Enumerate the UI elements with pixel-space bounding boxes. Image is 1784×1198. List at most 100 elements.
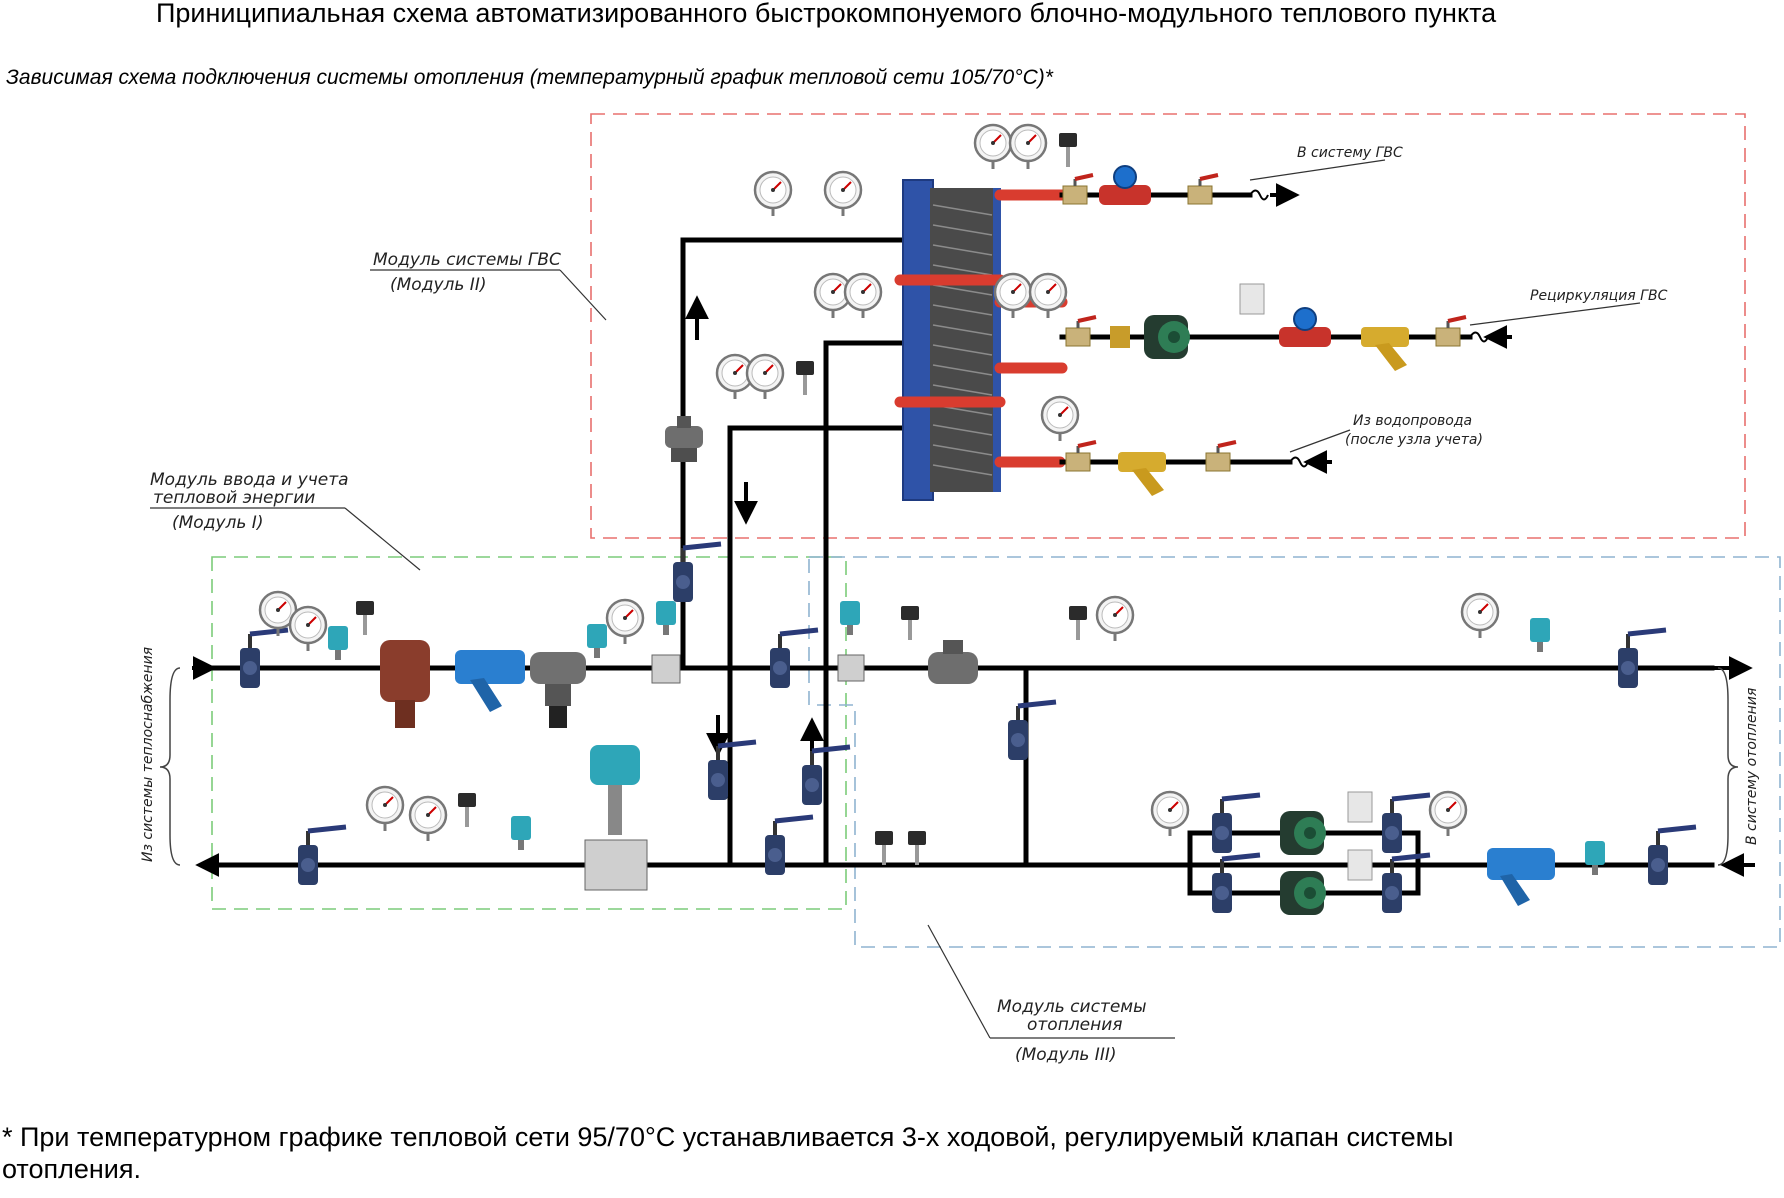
label-from-water-1: Из водопровода — [1353, 413, 1472, 429]
temperature-sensor-icon — [875, 831, 893, 865]
butterfly-valve-icon — [1212, 795, 1260, 853]
ball-valve-icon — [1434, 315, 1468, 348]
temperature-sensor-icon — [901, 606, 919, 640]
temperature-sensor-icon — [1059, 133, 1077, 167]
circulation-pump-icon — [1280, 811, 1326, 855]
circulation-pump-icon — [1280, 871, 1326, 915]
label-recirc: Рециркуляция ГВС — [1530, 288, 1668, 304]
temperature-sensor-icon — [1069, 606, 1087, 640]
gvs-components — [665, 123, 1468, 602]
butterfly-valve-icon — [770, 630, 818, 688]
gauge-icon — [745, 353, 785, 401]
module-gvs-boundary — [590, 113, 1746, 539]
temperature-sensor-icon — [796, 361, 814, 395]
svg-text:(Модуль III): (Модуль III) — [1015, 1045, 1116, 1065]
pressure-transmitter-icon — [1530, 618, 1550, 652]
pressure-transmitter-icon — [587, 624, 607, 658]
svg-text:(Модуль I): (Модуль I) — [172, 513, 263, 533]
cold-water-inlet-line: Из водопровода (после узла учета) — [1059, 413, 1483, 474]
footnote-line-1: * При температурном графике тепловой сет… — [2, 1122, 1454, 1152]
mud-filter-icon — [380, 640, 430, 728]
butterfly-valve-icon — [1618, 630, 1666, 688]
gauge-icon — [1008, 123, 1048, 171]
svg-text:(Модуль II): (Модуль II) — [390, 275, 486, 295]
supply-brace-left — [159, 667, 181, 866]
svg-text:Модуль системы ГВС: Модуль системы ГВС — [373, 250, 561, 270]
module-input-label: Модуль ввода и учета тепловой энергии (М… — [150, 470, 421, 571]
footnote-line-2: отопления. — [2, 1154, 141, 1184]
water-meter-icon — [1098, 165, 1152, 206]
regulating-valve-icon — [530, 652, 586, 728]
butterfly-valve-icon — [673, 544, 721, 602]
butterfly-valve-icon — [1008, 702, 1056, 760]
check-valve-icon — [928, 640, 978, 684]
ball-valve-icon — [1204, 440, 1238, 473]
gauge-icon — [1460, 592, 1500, 640]
ball-valve-icon — [1186, 173, 1220, 206]
butterfly-valve-icon — [298, 827, 346, 885]
temperature-sensor-icon — [908, 831, 926, 865]
module-gvs-label: Модуль системы ГВС (Модуль II) — [370, 250, 607, 321]
pressure-switch-icon — [1347, 791, 1373, 823]
input-supply-components — [240, 590, 818, 728]
strainer-blue-icon — [1487, 848, 1555, 906]
pressure-transmitter-icon — [1585, 841, 1605, 875]
module-heating-boundary — [808, 556, 1781, 948]
svg-text:отопления: отопления — [1027, 1015, 1123, 1035]
heating-components — [837, 592, 1696, 915]
gauge-icon — [605, 598, 645, 646]
input-return-components — [298, 742, 850, 891]
svg-text:Модуль системы: Модуль системы — [997, 997, 1147, 1017]
ball-valve-icon — [1061, 173, 1095, 206]
hot-pipes — [894, 189, 1068, 468]
pressure-transmitter-icon — [511, 816, 531, 850]
gauge-icon — [1428, 790, 1468, 838]
module-heating-label: Модуль системы отопления (Модуль III) — [927, 924, 1175, 1065]
strainer-blue-icon — [455, 650, 525, 712]
temperature-sensor-icon — [356, 601, 374, 635]
label-to-heating: В систему отопления — [1744, 688, 1760, 845]
label-from-water-2: (после узла учета) — [1345, 432, 1483, 448]
ball-valve-icon — [1064, 315, 1098, 348]
gauge-icon — [753, 170, 793, 218]
butterfly-valve-icon — [1382, 795, 1430, 853]
svg-text:тепловой энергии: тепловой энергии — [153, 488, 315, 508]
pressure-transmitter-icon — [656, 601, 676, 635]
plate-heat-exchanger[interactable] — [902, 179, 1001, 501]
strainer-icon — [1118, 452, 1166, 496]
diagram-title: Приниципиальная схема автоматизированног… — [156, 0, 1497, 28]
gauge-icon — [1040, 395, 1080, 443]
flowmeter-icon — [584, 745, 648, 891]
gauge-icon — [823, 170, 863, 218]
ball-valve-icon — [1064, 440, 1098, 473]
gvs-hot-water-line: В систему ГВС — [1059, 145, 1403, 207]
strainer-icon — [1361, 327, 1409, 371]
gauge-icon — [973, 123, 1013, 171]
gauge-icon — [1150, 790, 1190, 838]
gauge-icon — [288, 605, 328, 653]
butterfly-valve-icon — [240, 630, 288, 688]
label-from-heat-supply: Из системы теплоснабжения — [140, 647, 156, 862]
temperature-sensor-icon — [458, 793, 476, 827]
gauge-icon — [408, 795, 448, 843]
svg-text:Модуль ввода и учета: Модуль ввода и учета — [150, 470, 349, 490]
brass-coupling-icon — [1110, 326, 1130, 348]
heating-brace-right — [1717, 667, 1739, 866]
gauge-icon — [1028, 272, 1068, 320]
pressure-switch-icon — [1347, 849, 1373, 881]
flow-sensor-icon — [837, 654, 865, 682]
water-meter-icon — [1278, 307, 1332, 348]
pressure-switch-icon — [1239, 283, 1265, 315]
gauge-icon — [1095, 595, 1135, 643]
flow-sensor-icon — [651, 654, 681, 684]
pressure-transmitter-icon — [840, 601, 860, 635]
label-to-gvs: В систему ГВС — [1297, 145, 1403, 161]
control-valve-icon — [665, 416, 703, 462]
butterfly-valve-icon — [1648, 827, 1696, 885]
pressure-transmitter-icon — [328, 626, 348, 660]
circulation-pump-icon — [1144, 315, 1190, 359]
diagram-subtitle: Зависимая схема подключения системы отоп… — [6, 66, 1054, 89]
gauge-icon — [843, 272, 883, 320]
module-input-boundary — [211, 556, 847, 910]
